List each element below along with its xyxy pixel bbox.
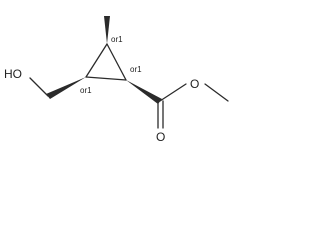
ester-wedge-bond [126, 80, 162, 104]
hydroxymethyl-wedge-bond [46, 77, 86, 99]
stereo-label-right-carbon: or1 [130, 65, 142, 74]
methyl-wedge-bond [104, 16, 110, 44]
stereo-label-top-carbon: or1 [111, 35, 123, 44]
ester-oxygen-label: O [190, 77, 199, 91]
ester-c-o-bond [159, 83, 187, 102]
ring-bond-top-to-right [106, 43, 127, 81]
ring-bond-top-to-left [85, 43, 108, 78]
ch2-to-oh-bond [29, 77, 49, 97]
ring-bond-left-to-right [85, 76, 127, 81]
carbonyl-oxygen-label: O [156, 130, 165, 144]
stereo-label-left-carbon: or1 [80, 86, 92, 95]
hydroxyl-label: HO [4, 67, 22, 81]
molecule-structure: HO O O or1 or1 or1 [4, 16, 229, 144]
ester-o-methyl-bond [204, 83, 229, 102]
